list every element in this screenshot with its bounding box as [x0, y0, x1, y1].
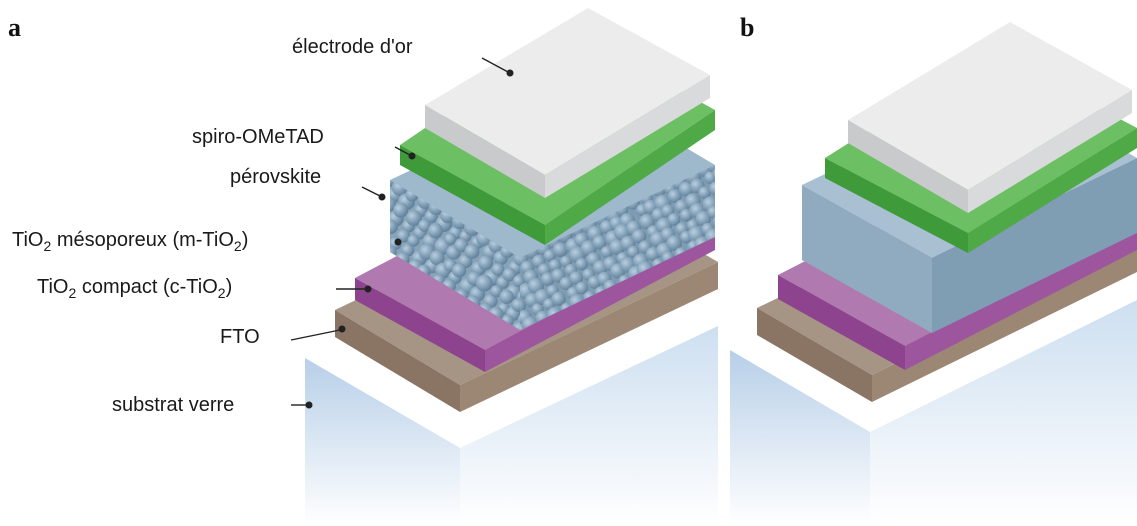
gold-electrode-side: [545, 75, 710, 198]
mesoporous-bead: [454, 238, 469, 253]
mesoporous-bead: [418, 219, 431, 232]
b-fto-layer-front: [757, 308, 872, 402]
mesoporous-bead: [499, 289, 514, 304]
mesoporous-bead: [575, 281, 589, 295]
mesoporous-bead: [709, 181, 715, 196]
label-fto: FTO: [220, 326, 260, 348]
mesoporous-bead: [390, 197, 396, 212]
mesoporous-bead: [667, 213, 681, 226]
spiro-layer-side: [545, 110, 715, 245]
glass-substrate-front: [305, 358, 460, 526]
mesoporous-bead: [592, 235, 607, 250]
mesoporous-bead: [569, 271, 583, 285]
mesoporous-bead: [704, 171, 715, 185]
mesoporous-bead: [705, 165, 715, 173]
mesoporous-bead: [478, 255, 493, 271]
mesoporous-bead: [714, 190, 715, 205]
b-perovskite-front: [802, 185, 932, 333]
mesoporous-bead: [707, 205, 715, 219]
ctio2-layer-front: [355, 278, 485, 372]
panel-label-b: b: [740, 13, 754, 42]
b-spiro-layer-front: [825, 158, 968, 253]
mesoporous-bead: [444, 232, 457, 246]
mesoporous-bead: [666, 235, 682, 251]
fto-layer-side: [460, 262, 718, 412]
mesoporous-bead: [551, 291, 566, 306]
mesoporous-bead: [543, 249, 557, 262]
label-perovskite: pérovskite: [230, 166, 321, 188]
mesoporous-bead: [511, 298, 520, 312]
b-perovskite-side: [932, 158, 1137, 333]
b-ctio2-layer-side: [905, 226, 1137, 370]
spiro-layer-front: [400, 145, 545, 245]
label-mtio2: TiO2 mésoporeux (m-TiO2): [12, 229, 248, 254]
mesoporous-bead: [679, 208, 693, 222]
panel-a-stack: [305, 8, 718, 526]
mesoporous-bead: [520, 299, 527, 313]
fto-layer-front: [335, 310, 460, 412]
panel-a-labels: a électrode d'or spiro-OMeTAD pérovskite…: [8, 13, 514, 416]
mesoporous-bead: [452, 263, 467, 278]
gold-electrode-top: [425, 8, 710, 175]
mesoporous-bead: [540, 272, 555, 286]
mesoporous-bead: [695, 210, 712, 227]
glass-substrate-side: [460, 326, 718, 526]
gold-electrode-front: [425, 105, 545, 198]
mesoporous-bead: [406, 210, 422, 226]
mesoporous-bead: [464, 244, 480, 259]
mesoporous-bead: [407, 234, 420, 247]
mesoporous-bead: [575, 257, 588, 271]
b-spiro-layer-side: [968, 128, 1137, 253]
mesoporous-bead: [712, 167, 715, 182]
b-glass-substrate-front: [730, 350, 870, 526]
mesoporous-bead: [548, 259, 562, 272]
mesoporous-bead: [667, 189, 682, 203]
mesoporous-bead: [490, 285, 503, 298]
mesoporous-bead: [475, 274, 493, 292]
mesoporous-bead: [491, 263, 505, 276]
b-gold-electrode-top: [848, 22, 1132, 190]
panel-label-a: a: [8, 13, 21, 42]
mesoporous-bead: [698, 186, 711, 199]
mesoporous-bead: [512, 274, 520, 288]
mesoporous-bead: [512, 321, 520, 330]
panel-b-stack: b: [730, 13, 1137, 526]
mesoporous-bead: [390, 245, 397, 259]
b-ctio2-layer-front: [778, 275, 905, 370]
mesoporous-beads-front: [390, 180, 520, 330]
mesoporous-bead: [429, 250, 445, 266]
b-glass-substrate-side: [870, 300, 1137, 526]
mesoporous-bead: [552, 242, 568, 258]
label-gold-electrode: électrode d'or: [292, 36, 413, 58]
mesoporous-bead: [631, 229, 647, 244]
label-spiro: spiro-OMeTAD: [192, 126, 324, 148]
mesoporous-bead: [393, 202, 409, 218]
mesoporous-bead: [396, 229, 411, 243]
b-gold-electrode-front: [848, 120, 968, 213]
mesoporous-bead: [428, 223, 443, 239]
label-glass: substrat verre: [112, 394, 234, 416]
mesoporous-bead: [390, 219, 398, 235]
mesoporous-bead: [712, 214, 715, 230]
b-gold-electrode-side: [968, 90, 1132, 213]
label-ctio2: TiO2 compact (c-TiO2): [37, 276, 232, 301]
mesoporous-bead: [502, 267, 517, 282]
